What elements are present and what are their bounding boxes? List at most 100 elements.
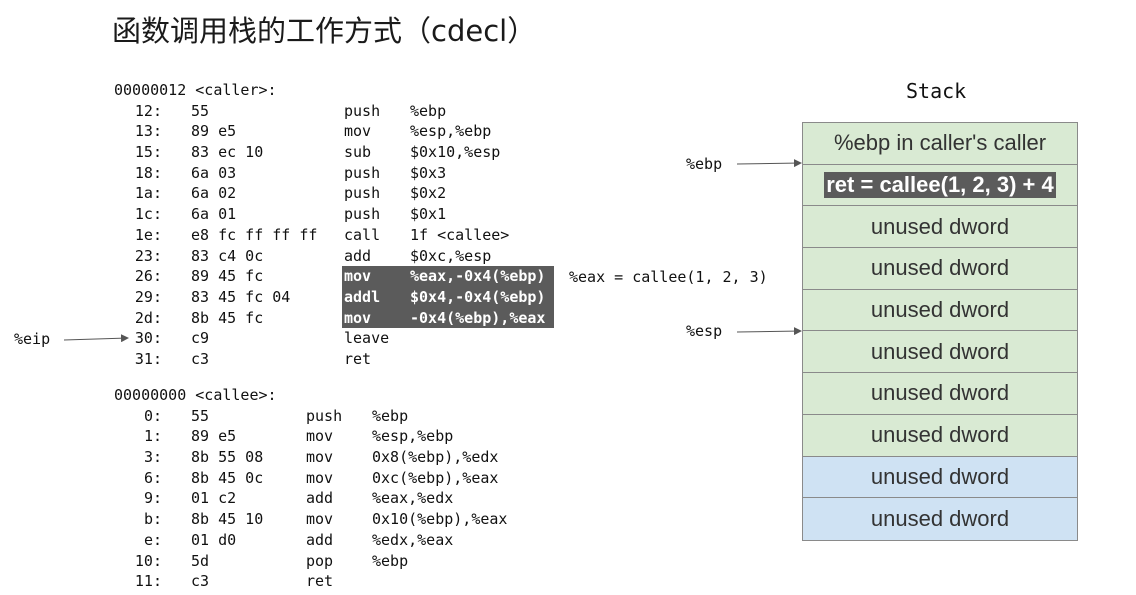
- operands: $0x3: [410, 163, 447, 182]
- mnemonic: mov: [306, 427, 334, 446]
- mnemonic: mov: [306, 468, 334, 487]
- stack-slot-label: unused dword: [870, 422, 1010, 448]
- machine-bytes: 8b 45 0c: [191, 468, 264, 487]
- address: 1e:: [134, 225, 162, 244]
- mnemonic: push: [306, 406, 343, 425]
- stack-slot-label: unused dword: [870, 297, 1010, 323]
- machine-bytes: 55: [191, 406, 210, 425]
- stack-slot: ret = callee(1, 2, 3) + 4: [803, 164, 1077, 207]
- mnemonic: leave: [344, 329, 390, 348]
- mnemonic: ret: [306, 572, 334, 591]
- stack-slot-label: unused dword: [870, 380, 1010, 406]
- esp-arrow: [736, 327, 802, 336]
- machine-bytes: 55: [191, 101, 210, 120]
- operands: 0x10(%ebp),%eax: [372, 510, 508, 529]
- eip-arrow: [63, 334, 129, 343]
- address: 1c:: [134, 205, 162, 224]
- mnemonic: pop: [306, 551, 334, 570]
- stack-slot-label: unused dword: [870, 255, 1010, 281]
- operands: %ebp: [372, 406, 409, 425]
- machine-bytes: 5d: [191, 551, 210, 570]
- address: 30:: [134, 329, 162, 348]
- stack-slot-label: %ebp in caller's caller: [833, 130, 1047, 156]
- address: 15:: [134, 143, 162, 162]
- callee-code-line: 0: 55 push %ebp: [114, 406, 534, 427]
- operands: 0xc(%ebp),%eax: [372, 468, 499, 487]
- machine-bytes: 6a 01: [191, 205, 237, 224]
- operands: $0x2: [410, 184, 447, 203]
- stack-slot-label: ret = callee(1, 2, 3) + 4: [824, 172, 1056, 199]
- stack-slot-label: unused dword: [870, 338, 1010, 364]
- address: 31:: [134, 349, 162, 368]
- mnemonic: mov: [306, 448, 334, 467]
- callee-code-line: 10: 5d pop %ebp: [114, 551, 534, 572]
- address: 1a:: [134, 184, 162, 203]
- address: 2d:: [134, 308, 162, 327]
- mnemonic: mov: [344, 122, 372, 141]
- stack-slot-label: unused dword: [870, 463, 1010, 489]
- machine-bytes: 6a 02: [191, 184, 237, 203]
- operands: %esp,%ebp: [372, 427, 454, 446]
- address: 0:: [143, 406, 162, 425]
- machine-bytes: c9: [191, 329, 210, 348]
- machine-bytes: 01 d0: [191, 530, 237, 549]
- operands: 0x8(%ebp),%edx: [372, 448, 499, 467]
- stack-slot: unused dword: [803, 456, 1077, 499]
- address: 3:: [143, 448, 162, 467]
- operands: %esp,%ebp: [410, 122, 492, 141]
- address: 23:: [134, 246, 162, 265]
- caller-code-line: 18: 6a 03 push $0x3: [114, 163, 564, 184]
- machine-bytes: e8 fc ff ff ff: [191, 225, 318, 244]
- operands: %ebp: [410, 101, 447, 120]
- machine-bytes: c3: [191, 349, 210, 368]
- operands: %ebp: [372, 551, 409, 570]
- mnemonic: mov: [306, 510, 334, 529]
- mnemonic: addl: [342, 286, 412, 308]
- mnemonic: push: [344, 101, 381, 120]
- machine-bytes: 83 ec 10: [191, 143, 264, 162]
- mnemonic: push: [344, 205, 381, 224]
- address: 18:: [134, 163, 162, 182]
- callee-code-line: 3: 8b 55 08 mov 0x8(%ebp),%edx: [114, 447, 534, 468]
- mnemonic: add: [344, 246, 372, 265]
- address: 1:: [143, 427, 162, 446]
- stack-slot: unused dword: [803, 206, 1077, 249]
- mnemonic: push: [344, 184, 381, 203]
- address: 26:: [134, 267, 162, 286]
- address: e:: [143, 530, 162, 549]
- machine-bytes: 6a 03: [191, 163, 237, 182]
- eax-note: %eax = callee(1, 2, 3): [569, 268, 768, 286]
- operands: $0xc,%esp: [410, 246, 492, 265]
- address: 13:: [134, 122, 162, 141]
- mnemonic: call: [344, 225, 381, 244]
- address: b:: [143, 510, 162, 529]
- ebp-label: %ebp: [686, 155, 723, 173]
- machine-bytes: 8b 55 08: [191, 448, 264, 467]
- address: 10:: [134, 551, 162, 570]
- machine-bytes: c3: [191, 572, 210, 591]
- machine-bytes: 89 45 fc: [191, 267, 264, 286]
- mnemonic: sub: [344, 143, 372, 162]
- caller-code-line: 1a: 6a 02 push $0x2: [114, 183, 564, 204]
- mnemonic: mov: [342, 307, 412, 329]
- stack-slot-label: unused dword: [870, 213, 1010, 239]
- operands: $0x4,-0x4(%ebp): [408, 286, 554, 308]
- operands: %eax,-0x4(%ebp): [408, 266, 554, 287]
- stack-slot: unused dword: [803, 248, 1077, 290]
- mnemonic: push: [344, 163, 381, 182]
